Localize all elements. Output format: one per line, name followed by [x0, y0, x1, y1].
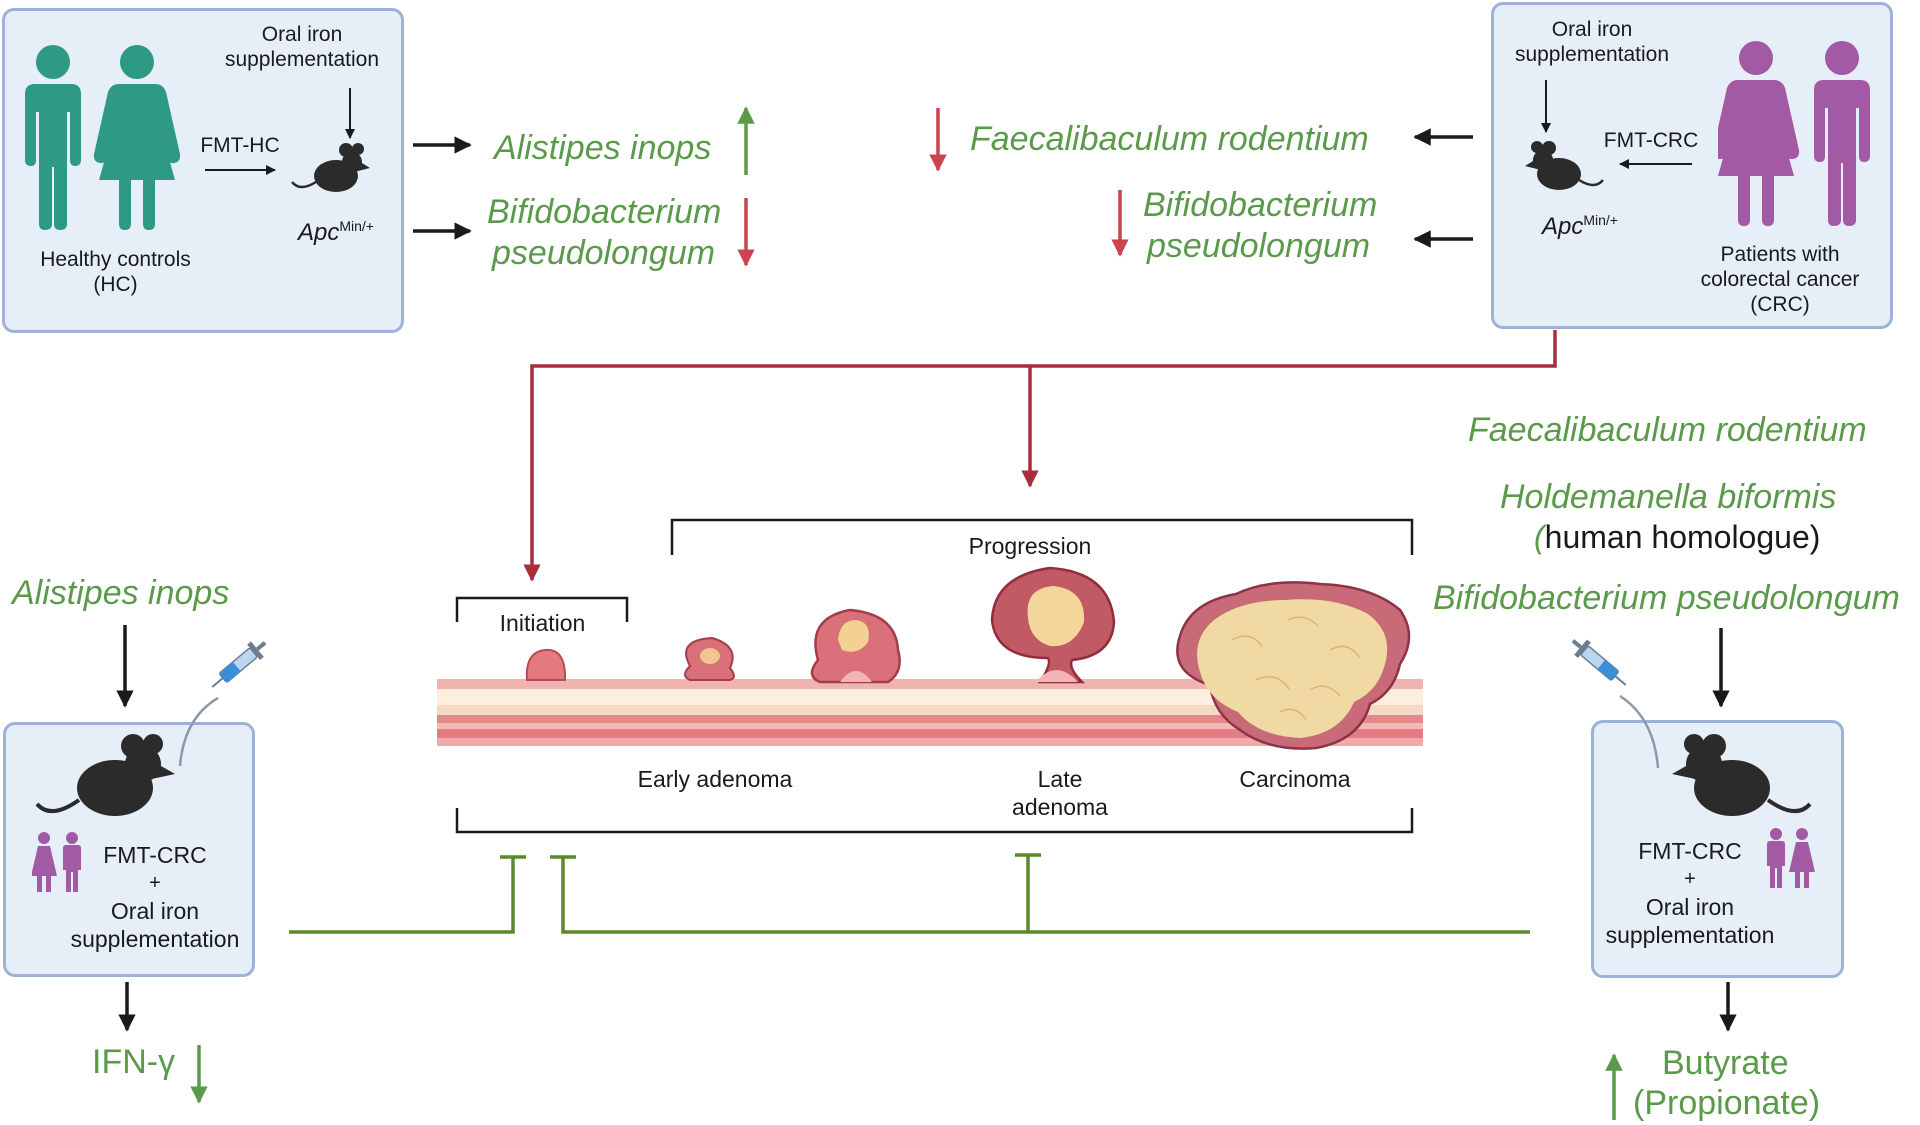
patients-label-line2: colorectal cancer [1700, 268, 1860, 291]
apc-superscript-right: Min/+ [1583, 212, 1618, 228]
apc-label-right: ApcMin/+ [1530, 212, 1630, 242]
fmt-hc-label: FMT-HC [200, 134, 280, 157]
ifn-gamma-label: IFN-γ [92, 1043, 176, 1081]
apc-mouse-icon-right [1525, 141, 1604, 190]
patients-label-line1: Patients with [1720, 243, 1840, 266]
carcinoma-tumor [1176, 581, 1411, 750]
apc-label: ApcMin/+ [286, 218, 386, 248]
br-bacteria-bifido: Bifidobacterium pseudolongum [1433, 579, 1900, 617]
healthy-control-people-icon [25, 45, 180, 230]
crc-bacteria-faecalibaculum: Faecalibaculum rodentium [970, 120, 1369, 158]
carcinoma-label: Carcinoma [1239, 766, 1351, 792]
healthy-controls-label: Healthy controls [40, 248, 191, 271]
intestinal-tissue [437, 679, 1423, 746]
inhibition-lines [289, 853, 1530, 934]
patients-label-abbr: (CRC) [1750, 293, 1810, 316]
br-bacteria-holdemanella: Holdemanella biformis [1500, 478, 1837, 516]
apc-mouse-icon [291, 143, 370, 192]
bl-plus-label: + [149, 872, 161, 894]
early-adenoma-label: Early adenoma [637, 766, 793, 792]
crc-to-tumor-connector [523, 330, 1557, 582]
apc-text-right: Apc [1542, 213, 1584, 240]
progression-label: Progression [968, 533, 1092, 559]
br-plus-label: + [1684, 868, 1696, 890]
oral-iron-label-right: Oral iron supplementation [1514, 18, 1670, 67]
hc-bacteria-bifido-line1: Bifidobacterium [487, 193, 722, 231]
br-note-paren: ( [1534, 519, 1545, 555]
hc-bacteria-alistipes: Alistipes inops [494, 129, 712, 167]
bl-people-icon [32, 832, 81, 892]
bl-bacteria-alistipes: Alistipes inops [12, 574, 230, 612]
br-syringe-icon [1571, 639, 1660, 769]
progression-bracket [670, 518, 1414, 555]
br-mouse-icon [1672, 734, 1812, 816]
bl-mouse-icon [35, 734, 175, 816]
br-bacteria-faecalibaculum: Faecalibaculum rodentium [1468, 411, 1867, 449]
early-adenoma-polyp-small [684, 636, 735, 681]
initiation-bracket [455, 596, 629, 622]
br-oral-iron-line1: Oral iron [1645, 894, 1735, 920]
bl-syringe-icon [178, 641, 267, 767]
initiation-label: Initiation [499, 610, 586, 636]
oral-iron-label: Oral iron supplementation [224, 23, 380, 72]
healthy-controls-abbr: (HC) [93, 273, 138, 296]
late-adenoma-polyp [990, 566, 1116, 684]
bl-oral-iron-line1: Oral iron [110, 898, 200, 924]
br-note-text: human homologue) [1544, 519, 1821, 555]
apc-text: Apc [298, 219, 340, 246]
br-people-icon [1767, 828, 1815, 888]
crc-bacteria-bifido-line2: pseudolongum [1147, 227, 1371, 265]
hc-bacteria-bifido-line2: pseudolongum [492, 234, 716, 272]
patient-people-icon [1718, 41, 1870, 226]
early-adenoma-polyp-large [810, 608, 901, 684]
butyrate-label: Butyrate [1662, 1044, 1789, 1082]
propionate-label: (Propionate) [1633, 1084, 1821, 1122]
bl-fmt-label: FMT-CRC [103, 842, 207, 868]
overall-bracket [455, 808, 1414, 834]
bl-oral-iron-line2: supplementation [70, 926, 240, 952]
br-oral-iron-line2: supplementation [1605, 922, 1775, 948]
initiation-polyp [525, 648, 567, 681]
apc-superscript: Min/+ [339, 218, 374, 234]
fmt-crc-label: FMT-CRC [1603, 129, 1699, 152]
late-adenoma-label-line1: Late [1037, 766, 1083, 792]
late-adenoma-label-line2: adenoma [1012, 794, 1108, 820]
br-fmt-label: FMT-CRC [1638, 838, 1742, 864]
br-human-homologue-note: (human homologue) [1534, 518, 1820, 556]
crc-bacteria-bifido-line1: Bifidobacterium [1143, 186, 1378, 224]
